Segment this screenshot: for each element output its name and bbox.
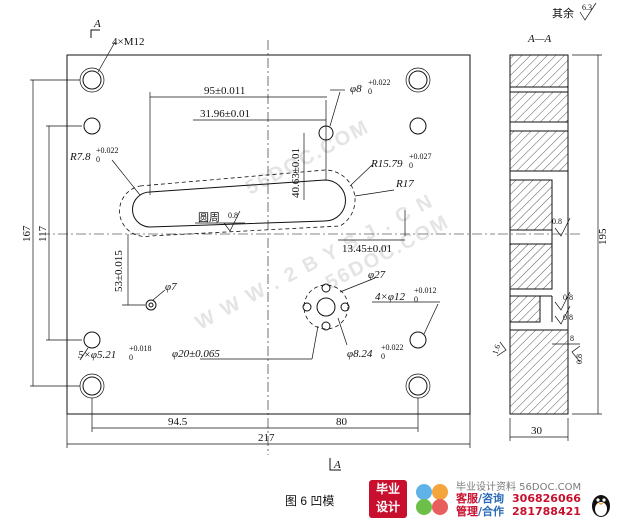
phi521-label: 5×φ5.21 +0.018 0 xyxy=(78,344,152,362)
qq-number-2: 281788421 xyxy=(512,505,581,518)
svg-text:+0.022: +0.022 xyxy=(381,343,404,352)
qq-contact-icon xyxy=(416,484,448,515)
die-cavity xyxy=(132,179,346,228)
svg-text:0: 0 xyxy=(129,353,133,362)
phi12-label: 4×φ12 +0.012 0 xyxy=(375,286,437,304)
svg-text:φ8: φ8 xyxy=(350,83,362,95)
side-rough-5: 0.8 xyxy=(575,354,584,364)
section-view-title: A—A xyxy=(527,33,552,45)
svg-text:+0.027: +0.027 xyxy=(409,152,432,161)
dim-30-label: 30 xyxy=(531,425,543,437)
side-rough-1: 0.8 xyxy=(552,217,562,226)
svg-text:R15.79: R15.79 xyxy=(370,158,403,170)
svg-text:+0.018: +0.018 xyxy=(129,344,152,353)
side-rough-2: 0.8 xyxy=(563,293,573,302)
pin-holes xyxy=(83,117,427,349)
svg-text:0: 0 xyxy=(414,295,418,304)
roughness-value: 6.3 xyxy=(582,3,592,12)
dim-1345-label: 13.45±0.01 xyxy=(342,243,392,255)
section-mark-top: A xyxy=(90,18,101,38)
site-banner: 毕业设计资料 56DOC.COM xyxy=(456,482,582,493)
section-mark-bottom: A xyxy=(329,458,341,471)
svg-text:0: 0 xyxy=(409,161,413,170)
qq-number-1: 306826066 xyxy=(512,492,581,505)
section-view xyxy=(496,54,602,441)
roughness-prefix: 其余 xyxy=(552,6,574,20)
svg-text:圆周: 圆周 xyxy=(198,211,220,224)
circ-roughness-label: 圆周 0.8 xyxy=(198,210,241,232)
r78-label: R7.8 +0.022 0 xyxy=(69,146,119,164)
svg-text:+0.012: +0.012 xyxy=(414,286,437,295)
dim-117-label: 117 xyxy=(37,225,49,242)
svg-text:0: 0 xyxy=(381,352,385,361)
phi20-label: φ20±0.065 xyxy=(172,348,220,360)
watermark-1: 56DOC.COM xyxy=(242,116,373,200)
svg-text:A: A xyxy=(93,18,101,30)
side-rough-3: 0.8 xyxy=(563,313,573,322)
drawing-canvas: 56DOC.COM W W W . 2 B Y S J . C N 56DOC.… xyxy=(21,2,609,471)
dim-53-label: 53±0.015 xyxy=(113,250,125,292)
side-rough-16: 1.6 xyxy=(490,343,502,355)
svg-text:0.8: 0.8 xyxy=(228,211,238,220)
roughness-symbol-icon xyxy=(579,2,597,21)
dimension-lines xyxy=(30,41,471,448)
svg-text:R7.8: R7.8 xyxy=(69,151,91,163)
ejector-holes xyxy=(302,283,350,331)
dim-3196-label: 31.96±0.01 xyxy=(200,108,250,120)
r17-label: R17 xyxy=(395,178,414,190)
svg-text:5×φ5.21: 5×φ5.21 xyxy=(78,349,116,361)
penguin-icon xyxy=(592,495,610,517)
plate-outline xyxy=(66,54,471,415)
phi8-label: φ8 +0.022 0 xyxy=(350,78,391,96)
phi7-hole xyxy=(145,299,157,311)
svg-text:+0.022: +0.022 xyxy=(96,146,119,155)
roughness-note: 其余 6.3 xyxy=(552,2,597,21)
dim-95-label: 95±0.011 xyxy=(204,85,245,97)
svg-text:φ8.24: φ8.24 xyxy=(347,348,373,360)
svg-text:4×φ12: 4×φ12 xyxy=(375,291,406,303)
phi27-label: φ27 xyxy=(368,269,386,281)
dim-167-label: 167 xyxy=(21,225,33,242)
dim-945-label: 94.5 xyxy=(168,416,188,428)
dim-4063-label: 40.63±0.01 xyxy=(290,148,302,198)
logo-line1: 毕业 xyxy=(375,482,400,496)
figure-caption: 图 6 凹模 xyxy=(285,494,335,508)
r1579-label: R15.79 +0.027 0 xyxy=(370,152,432,170)
side-dim-8: 8 xyxy=(570,334,574,343)
m12-label: 4×M12 xyxy=(112,36,144,48)
dim-217-label: 217 xyxy=(258,432,275,444)
svg-text:A: A xyxy=(333,459,341,471)
svg-text:+0.022: +0.022 xyxy=(368,78,391,87)
m12-holes xyxy=(79,67,431,399)
svg-text:0: 0 xyxy=(368,87,372,96)
phi7-label: φ7 xyxy=(165,281,177,293)
logo-line2: 设计 xyxy=(375,500,400,514)
svg-text:0: 0 xyxy=(96,155,100,164)
site-logo: 毕业 设计 xyxy=(369,480,407,518)
phi824-label: φ8.24 +0.022 0 xyxy=(347,343,404,361)
dim-80-label: 80 xyxy=(336,416,348,428)
dim-195-label: 195 xyxy=(597,228,609,245)
